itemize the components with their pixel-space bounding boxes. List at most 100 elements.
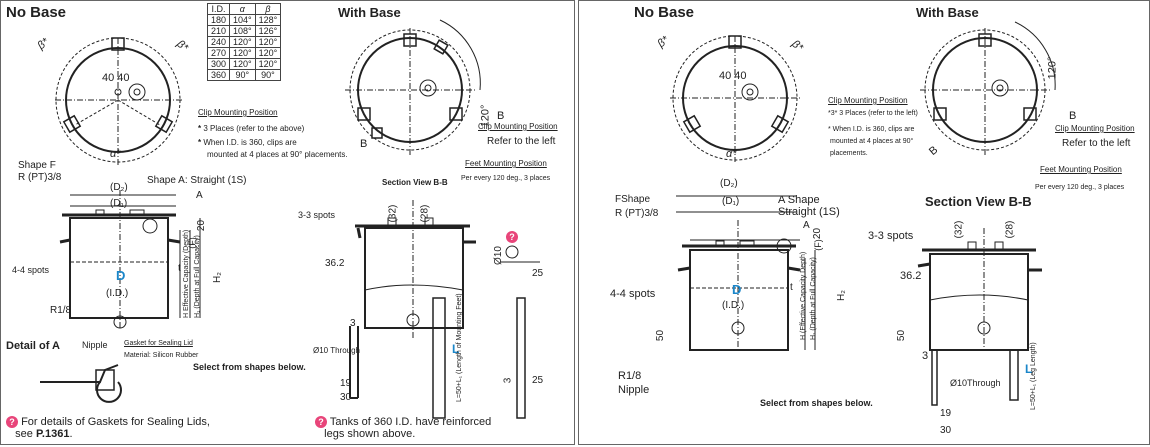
right-select-shapes: Select from shapes below. (760, 398, 873, 408)
right-D-label: D (732, 282, 742, 297)
left-H2: H₂ (212, 271, 224, 284)
right-A-label: A (803, 220, 810, 231)
table-cell: 180 (206, 14, 231, 26)
right-d1: (D₁) (722, 196, 740, 207)
right-clip-mounting-label: Clip Mounting Position (828, 96, 908, 105)
left-dim36: 36.2 (325, 258, 345, 269)
table-cell: 126° (254, 25, 282, 37)
note1-page-link[interactable]: P.1361 (35, 428, 70, 441)
right-H2: H₂ (836, 289, 848, 302)
left-clip-mounting-label-2: Clip Mounting Position (478, 122, 558, 131)
note-360-text-1: When I.D. is 360, clips are (203, 138, 297, 147)
left-d2: (D₂) (110, 182, 128, 193)
left-shape-a: Shape A: Straight (1S) (147, 175, 247, 186)
table-cell: 120° (229, 36, 256, 48)
info-icon: ? (315, 416, 327, 429)
left-r18: R1/8 (50, 305, 72, 316)
table-cell: 120° (254, 36, 282, 48)
left-d1: (D₁) (110, 198, 128, 209)
right-dim19: 19 (940, 408, 952, 419)
right-spots4: 4-4 spots (610, 288, 656, 300)
right-refer-left: Refer to the left (1062, 138, 1131, 149)
left-dim19: 19 (340, 378, 352, 389)
right-section-bb: Section View B-B (925, 194, 1032, 209)
left-D-label: D (116, 268, 126, 283)
right-H1: H₁ (Depth at Full Capacity) (810, 257, 817, 340)
left-note-360-1: * When I.D. is 360, clips are (198, 138, 297, 147)
info-icon: ? (6, 416, 18, 429)
left-phi10: Ø10 (492, 246, 504, 265)
note2-line2: legs shown above. (324, 428, 416, 441)
right-straight: Straight (1S) (778, 206, 840, 218)
left-dim3: 3 (350, 318, 356, 329)
left-note-360-2: mounted at 4 places at 90° placements. (207, 150, 348, 159)
right-rpt: R (PT)3/8 (615, 208, 659, 219)
table-header-id: I.D. (206, 3, 231, 15)
table-header-beta: β (254, 3, 282, 15)
left-select-shapes: Select from shapes below. (193, 362, 306, 372)
table-cell: 90° (254, 69, 282, 81)
note-3-places-text: 3 Places (refer to the above) (203, 124, 305, 133)
right-F-label: (F) (812, 239, 823, 251)
left-dim-40-40: 40 40 (102, 72, 130, 84)
right-dim30: 30 (940, 425, 952, 436)
left-t-label: t (178, 263, 181, 274)
left-leg-length: L=50+L₁ (Length of Mounting Feet) (456, 293, 463, 402)
right-fshape: FShape (615, 194, 651, 205)
left-L-label: L (452, 342, 460, 356)
table-cell: 120° (254, 58, 282, 70)
right-dim32: (32) (953, 220, 965, 239)
left-section-bb: Section View B-B (382, 178, 448, 187)
right-H-eff: H (Effective Capacity Depth) (800, 251, 807, 340)
right-alpha-label: α* (726, 148, 737, 160)
right-t-label: t (790, 282, 793, 293)
note1-line1: For details of Gaskets for Sealing Lids, (21, 416, 210, 428)
left-B-label-2: B (360, 138, 368, 150)
left-spots3: 3-3 spots (298, 210, 336, 220)
left-per-120: Per every 120 deg., 3 places (461, 175, 551, 182)
left-no-base-title: No Base (6, 4, 67, 21)
table-cell: 120° (229, 47, 256, 59)
left-B-label-1: B (497, 110, 505, 122)
table-cell: 360 (206, 69, 231, 81)
right-dim-20: 20 (812, 227, 824, 240)
note2-line1: Tanks of 360 I.D. have reinforced (329, 416, 492, 428)
right-with-base-title: With Base (916, 5, 979, 20)
left-dim32: (32) (387, 204, 399, 223)
left-nobase-fitting (128, 83, 146, 101)
right-r18: R1/8 (618, 370, 642, 382)
left-dim-20: 20 (196, 219, 208, 232)
table-cell: 104° (229, 14, 256, 26)
left-alpha-label: α* (110, 148, 121, 160)
right-id-label: (I.D.) (722, 300, 745, 311)
right-L-label: L (1025, 362, 1033, 376)
table-cell: 240 (206, 36, 231, 48)
left-gasket: Gasket for Sealing Lid (124, 340, 193, 347)
left-id-label: (I.D.) (106, 288, 129, 299)
right-dim50b: 50 (896, 329, 908, 342)
left-panel (0, 0, 575, 445)
table-cell: 120° (229, 58, 256, 70)
left-dim3b: 3 (502, 377, 514, 384)
right-feet-mounting: Feet Mounting Position (1040, 165, 1122, 174)
right-d2: (D₂) (720, 178, 738, 189)
right-per-120: Per every 120 deg., 3 places (1035, 184, 1125, 191)
table-cell: 270 (206, 47, 231, 59)
left-nipple: Nipple (82, 340, 108, 350)
left-A-label: A (196, 190, 203, 201)
right-dim-40-40: 40 40 (719, 70, 747, 82)
left-shape-f: Shape F (18, 160, 56, 171)
left-with-base-title: With Base (338, 5, 401, 20)
left-spots4: 4-4 spots (12, 265, 50, 275)
right-dim36: 36.2 (900, 270, 922, 282)
left-dim25: 25 (532, 268, 544, 279)
table-cell: 210 (206, 25, 231, 37)
table-cell: 90° (229, 69, 256, 81)
left-clip-mounting-label: Clip Mounting Position (198, 108, 278, 117)
note1-line2: see (15, 428, 33, 441)
right-note-360-2: mounted at 4 places at 90° (830, 138, 914, 145)
